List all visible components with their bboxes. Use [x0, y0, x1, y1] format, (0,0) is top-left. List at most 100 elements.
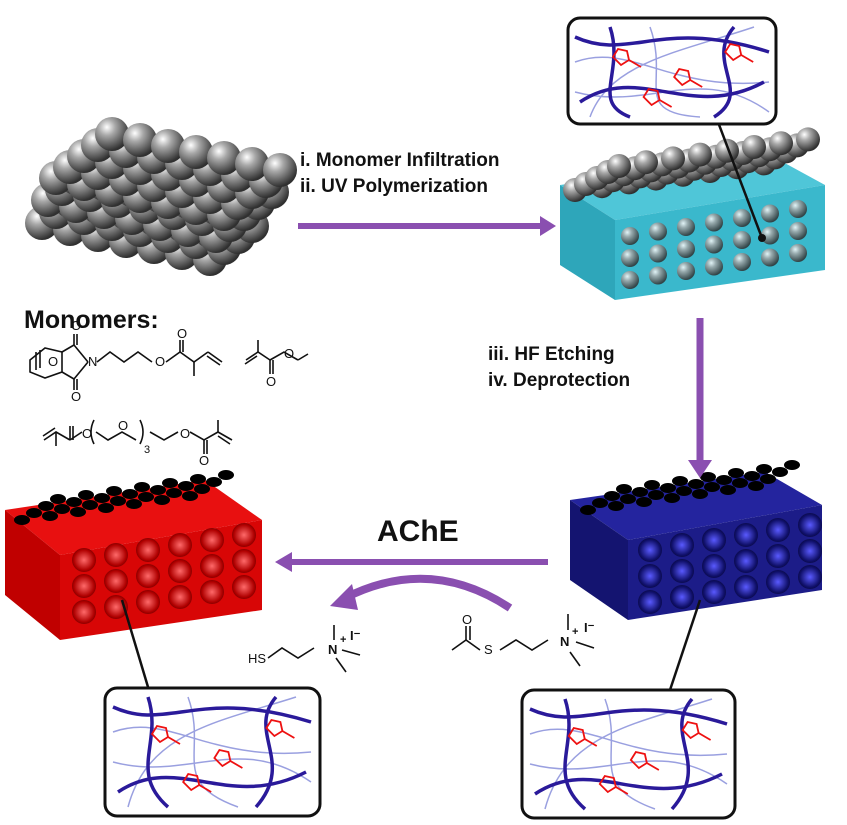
embedded-sphere-side	[705, 257, 723, 276]
pore	[194, 484, 210, 494]
pore-side	[638, 564, 662, 588]
pore-side	[638, 538, 662, 562]
pore-side	[702, 554, 726, 578]
red-linker	[698, 732, 712, 741]
pore	[608, 501, 624, 511]
pore	[70, 507, 86, 517]
embedded-sphere-side	[761, 248, 779, 267]
embedded-sphere-side	[789, 222, 807, 240]
pore	[110, 496, 126, 506]
polymer-chain-dark	[713, 25, 736, 119]
pore	[592, 498, 608, 508]
atom-peg-o-mid: O	[118, 418, 129, 433]
embedded-sphere-side	[705, 213, 723, 232]
pore-side	[702, 580, 726, 604]
pore-side	[734, 523, 758, 547]
red-linker	[198, 784, 212, 793]
pore	[676, 486, 692, 496]
polymer-chain-dark	[529, 707, 728, 726]
embedded-sphere-side	[621, 227, 639, 245]
pore	[664, 493, 680, 503]
pore	[644, 480, 660, 490]
callout-box-bottom-left	[103, 686, 322, 818]
polymer-chain-dark	[534, 772, 723, 796]
polymer-chain-dark	[112, 705, 312, 724]
pore-side	[200, 528, 224, 552]
step-iv: iv. Deprotection	[488, 370, 631, 391]
pore	[688, 479, 704, 489]
pore-side	[136, 590, 160, 614]
red-linker	[229, 760, 243, 769]
polymer-chain-light	[574, 56, 770, 84]
pore	[660, 483, 676, 493]
pore-side	[136, 564, 160, 588]
step-ii: ii. UV Polymerization	[300, 176, 488, 197]
atom-o-imide-top: O	[71, 318, 82, 333]
colloid-sphere	[207, 141, 241, 175]
pore-side	[798, 513, 822, 537]
colloid-sphere	[123, 123, 157, 157]
pore	[636, 497, 652, 507]
atom-s-thioester: S	[484, 642, 493, 657]
enzyme-label: AChE	[377, 515, 459, 548]
pore	[716, 475, 732, 485]
embedded-sphere-side	[677, 262, 695, 280]
acetylthiocholine-structure	[451, 614, 595, 667]
pore	[672, 476, 688, 486]
red-pendant-ring	[598, 774, 617, 794]
pore-side	[232, 549, 256, 573]
embedded-sphere	[796, 127, 820, 152]
pore	[54, 504, 70, 514]
atom-o-ester-carbonyl: O	[177, 326, 188, 341]
pore	[166, 488, 182, 498]
red-pendant-ring	[567, 726, 586, 746]
embedded-sphere	[715, 138, 739, 163]
embedded-sphere-side	[733, 231, 751, 249]
colloid-sphere	[151, 129, 185, 163]
pore-side	[232, 575, 256, 599]
embedded-sphere-side	[789, 244, 807, 262]
callout-box-bottom-right	[520, 688, 737, 820]
red-pendant-ring	[611, 47, 631, 67]
pore-side	[72, 548, 96, 572]
curved-arrowhead	[330, 584, 358, 610]
callout-pointer-right	[668, 599, 702, 691]
colloid-sphere	[95, 117, 129, 151]
atom-mma-o-carbonyl: O	[266, 374, 277, 389]
iodide-left: I⁻	[350, 628, 361, 643]
polymer-chain-dark	[579, 80, 765, 104]
pore	[106, 486, 122, 496]
pore	[720, 485, 736, 495]
arrowhead-infiltration	[540, 216, 556, 236]
pore	[206, 477, 222, 487]
red-pendant-ring	[213, 748, 232, 768]
pore	[760, 474, 776, 484]
pore	[66, 497, 82, 507]
thiocholine-structure	[267, 625, 361, 673]
atom-n-plus-left: N	[328, 642, 338, 657]
monomer-peg-dimethacrylate	[42, 419, 233, 454]
pore-side	[766, 518, 790, 542]
step-infiltration-label: i. Monomer Infiltration ii. UV Polymeriz…	[300, 148, 500, 200]
colloid-sphere	[179, 135, 213, 169]
pore	[150, 485, 166, 495]
embedded-sphere-side	[649, 266, 667, 285]
red-linker	[659, 99, 673, 108]
pore	[94, 493, 110, 503]
polymer-chain-light	[112, 758, 312, 783]
atom-n-plus-right: N	[560, 634, 570, 649]
atom-mma-o-ester: O	[284, 346, 295, 361]
embedded-sphere-side	[677, 240, 695, 258]
arrowhead-ache	[275, 552, 292, 572]
pore	[748, 481, 764, 491]
pore-side	[670, 585, 694, 609]
step-i: i. Monomer Infiltration	[300, 150, 500, 171]
atom-o-bridge: O	[48, 354, 59, 369]
pore	[648, 490, 664, 500]
embedded-sphere	[688, 142, 712, 167]
pore-side	[766, 570, 790, 594]
pore-side	[702, 528, 726, 552]
pore	[162, 478, 178, 488]
pore-side	[200, 580, 224, 604]
pore	[728, 468, 744, 478]
